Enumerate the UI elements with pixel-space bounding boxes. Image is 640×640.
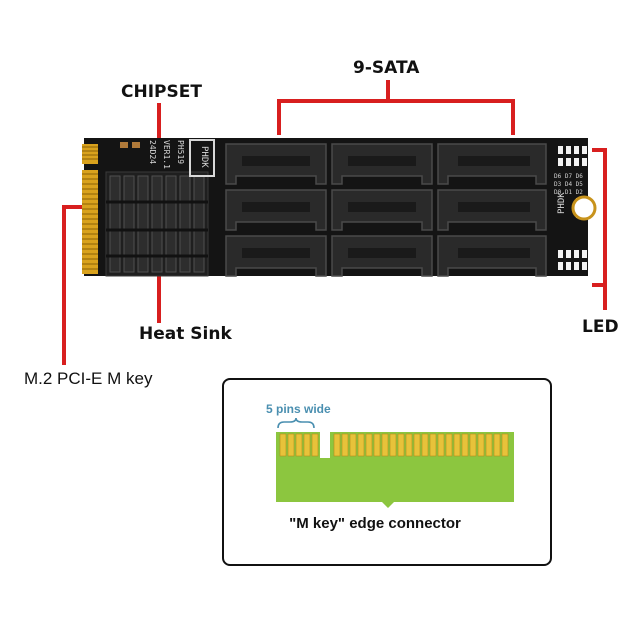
sata-bracket-stem [386,80,390,101]
led-array [558,146,587,270]
m2-bracket-vertical [62,205,66,365]
sata-bracket-right [511,99,515,135]
heatsink-pointer [157,275,161,323]
led-labels: D6 D7 D6 D3 D4 D5 D0 D1 D2 [554,173,583,196]
sata-bracket-top [277,99,515,103]
pins-brace [277,418,315,429]
m2-label: M.2 PCI-E M key [24,369,153,388]
m2-bracket-top [62,205,82,209]
m2-sata-card: VER1.1 24D24 PH519 PHDK D6 D7 [82,138,598,277]
heat-sink [105,171,209,277]
led-label: LED [582,317,619,337]
led-label-row-2: D3 D4 D5 [554,181,583,188]
brand-text-right: PHDK [557,192,567,214]
led-bracket-vertical [603,148,607,310]
led-label-row-1: D6 D7 D6 [554,173,583,180]
ver-text: VER1.1 [162,140,171,169]
brand-logo: PHDK [189,139,215,177]
date-text: 24D24 [148,140,157,164]
silkscreen-text: VER1.1 24D24 PH519 [148,140,185,169]
pins-label: 5 pins wide [266,402,331,416]
chipset-label: CHIPSET [121,82,202,102]
gold-edge-fingers [82,144,98,274]
m-key-connector [276,418,514,508]
edge-pins [279,433,509,457]
connector-caption: "M key" edge connector [289,515,461,532]
heatsink-label: Heat Sink [139,324,232,344]
led-label-row-3: D0 D1 D2 [554,189,583,196]
led-bracket-top [592,148,607,152]
svg-text:PHDK: PHDK [199,146,209,168]
sata-bracket-left [277,99,281,135]
model-text: PH519 [176,140,185,164]
sata-label: 9-SATA [353,58,420,78]
led-bracket-bottom [592,283,607,287]
